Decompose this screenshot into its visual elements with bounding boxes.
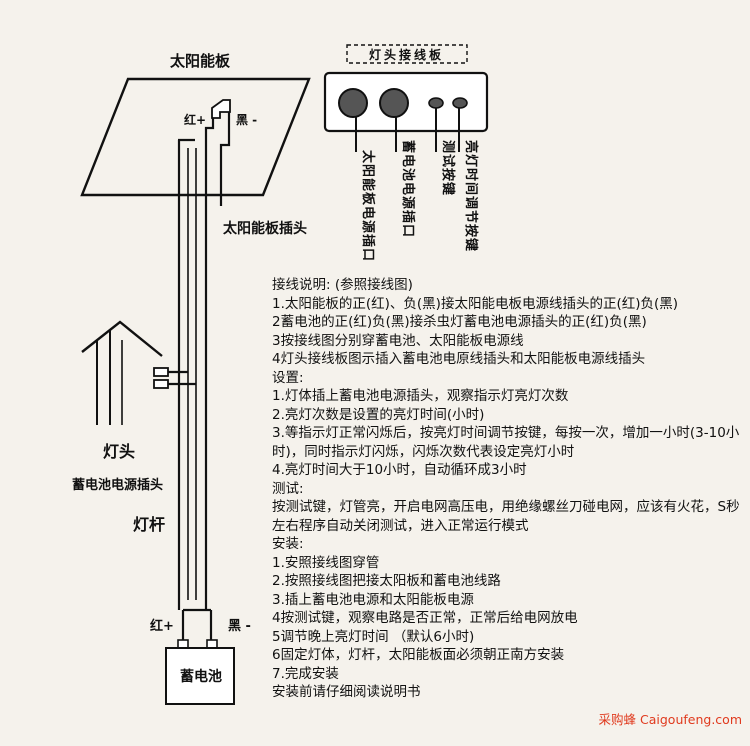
- instruction-line: 6固定灯体，灯杆，太阳能板面必须朝正南方安装: [272, 647, 565, 663]
- time-button-dot: [452, 97, 468, 109]
- battery-port-circle: [379, 88, 409, 118]
- instruction-line: 4灯头接线板图示插入蓄电池电原线插头和太阳能板电源线插头: [272, 351, 646, 367]
- instruction-line: 2.亮灯次数是设置的亮灯时间(小时): [272, 406, 485, 423]
- lamp-head-shape: [81, 320, 163, 425]
- wiring-board-title-box: [346, 44, 468, 64]
- instruction-line: 3.等指示灯正常闪烁后，按亮灯时间调节按键，每按一次，增加一小时(3-10小时)…: [272, 425, 740, 460]
- wiring-board-title: 灯头接线板: [369, 47, 444, 62]
- instruction-line: 7.完成安装: [272, 665, 339, 682]
- lamp-pole-label: 灯杆: [133, 515, 165, 534]
- instruction-line: 测试:: [272, 480, 304, 497]
- watermark: 采购蜂 Caigoufeng.com: [599, 709, 742, 728]
- battery-plug-label: 蓄电池电源插头: [72, 477, 163, 493]
- panel-black-minus-label: 黑 -: [236, 113, 257, 127]
- instruction-line: 2蓄电池的正(红)负(黑)接杀虫灯蓄电池电源插头的正(红)负(黑): [272, 314, 647, 330]
- battery-black-minus-label: 黑 -: [228, 619, 251, 634]
- instruction-line: 安装:: [272, 536, 304, 552]
- battery-wires: [181, 608, 213, 640]
- instructions-block: 接线说明: (参照接线图) 1.太阳能板的正(红)、负(黑)接太阳能电板电源线插…: [272, 276, 744, 702]
- port-battery-label: 蓄电池电源插口: [400, 140, 416, 238]
- watermark-cn: 采购蜂: [598, 712, 637, 727]
- instruction-line: 4.亮灯时间大于10小时，自动循环成3小时: [272, 462, 527, 478]
- instruction-line: 3.插上蓄电池电源和太阳能板电源: [272, 591, 474, 608]
- instruction-line: 3按接线图分别穿蓄电池、太阳能板电源线: [272, 332, 524, 349]
- test-button-dot: [428, 97, 444, 109]
- instruction-line: 按测试键，灯管亮，开启电网高压电，用绝缘螺丝刀碰电网，应该有火花，S秒左右程序自…: [272, 499, 740, 534]
- test-button-label: 测试按键: [440, 140, 456, 196]
- lamp-pole-tube: [177, 140, 208, 610]
- battery-red-plus-label: 红+: [150, 618, 174, 634]
- wiring-board: [323, 71, 489, 152]
- instruction-line: 设置:: [272, 369, 304, 386]
- instruction-line: 1.灯体插上蓄电池电源插头，观察指示灯亮灯次数: [272, 388, 569, 404]
- instruction-line: 4按测试键，观察电路是否正常，正常后给电网放电: [272, 610, 578, 626]
- solar-wires: [178, 112, 231, 214]
- lamp-head-label: 灯头: [103, 442, 135, 461]
- instruction-line: 安装前请仔细阅读说明书: [272, 684, 421, 700]
- lamp-head-connectors: [153, 367, 196, 389]
- instruction-line: 接线说明: (参照接线图): [272, 277, 413, 293]
- time-button-label: 亮灯时间调节按键: [463, 140, 479, 252]
- solar-port-circle: [338, 88, 368, 118]
- instruction-line: 1.太阳能板的正(红)、负(黑)接太阳能电板电源线插头的正(红)负(黑): [272, 295, 679, 312]
- port-solar-label: 太阳能板电源插口: [360, 149, 376, 262]
- solar-plug-label: 太阳能板插头: [223, 220, 307, 237]
- solar-panel: [80, 77, 311, 197]
- watermark-en: Caigoufeng.com: [640, 712, 742, 727]
- instruction-line: 5调节晚上亮灯时间 （默认6小时): [272, 628, 475, 645]
- battery: [165, 639, 235, 705]
- panel-red-plus-label: 红+: [184, 112, 206, 127]
- battery-label: 蓄电池: [180, 668, 222, 685]
- solar-panel-label: 太阳能板: [170, 52, 231, 70]
- instruction-line: 2.按照接线图把接太阳板和蓄电池线路: [272, 573, 501, 589]
- solar-junction-box: [211, 99, 231, 119]
- instruction-line: 1.安照接线图穿管: [272, 554, 380, 571]
